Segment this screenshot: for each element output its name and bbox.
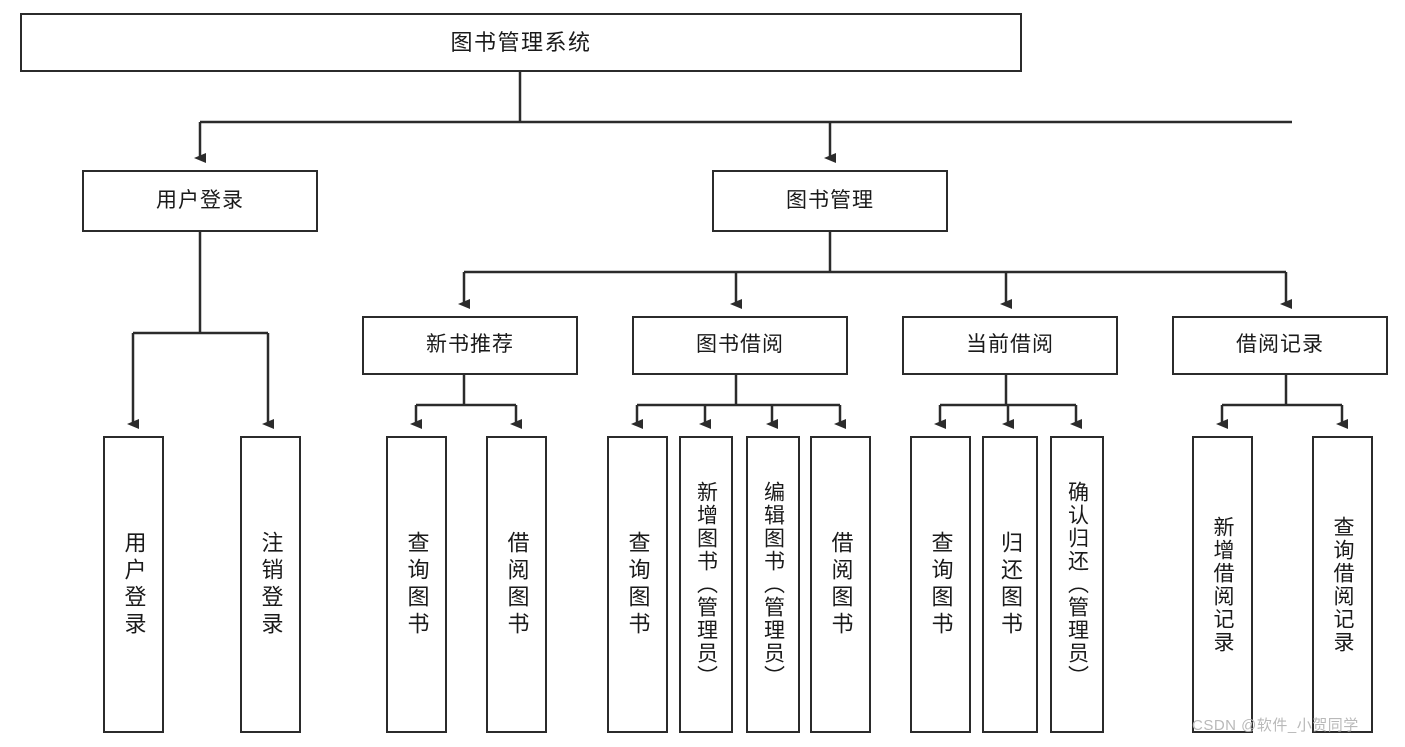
node-leaf-confirm-return-label: 确认归还（管理员） [1065, 481, 1089, 688]
node-leaf-query-book-3[interactable]: 查询图书 [910, 436, 971, 733]
node-current-borrow-label: 当前借阅 [966, 333, 1054, 357]
node-leaf-user-login-label: 用户登录 [121, 530, 147, 639]
node-leaf-query-book-3-label: 查询图书 [928, 530, 954, 639]
node-current-borrow[interactable]: 当前借阅 [902, 316, 1118, 375]
node-book-borrow-label: 图书借阅 [696, 333, 784, 357]
node-leaf-borrow-book-2-label: 借阅图书 [828, 530, 854, 639]
node-leaf-query-book-2[interactable]: 查询图书 [607, 436, 668, 733]
node-leaf-return-book-label: 归还图书 [998, 530, 1023, 639]
node-book-manage-label: 图书管理 [786, 188, 874, 212]
node-leaf-confirm-return[interactable]: 确认归还（管理员） [1050, 436, 1104, 733]
node-leaf-return-book[interactable]: 归还图书 [982, 436, 1038, 733]
node-leaf-query-book-2-label: 查询图书 [625, 530, 651, 639]
node-leaf-query-record[interactable]: 查询借阅记录 [1312, 436, 1373, 733]
node-leaf-edit-book[interactable]: 编辑图书（管理员） [746, 436, 800, 733]
node-leaf-query-record-label: 查询借阅记录 [1331, 515, 1354, 654]
node-user-login[interactable]: 用户登录 [82, 170, 318, 232]
node-new-book-rec[interactable]: 新书推荐 [362, 316, 578, 375]
node-borrow-record[interactable]: 借阅记录 [1172, 316, 1388, 375]
node-leaf-add-record-label: 新增借阅记录 [1211, 515, 1234, 654]
node-leaf-borrow-book-1-label: 借阅图书 [504, 530, 530, 639]
csdn-watermark: CSDN @软件_小贺同学 [1192, 717, 1359, 734]
node-leaf-user-login[interactable]: 用户登录 [103, 436, 164, 733]
node-new-book-rec-label: 新书推荐 [426, 333, 514, 357]
node-user-login-label: 用户登录 [156, 188, 244, 212]
node-borrow-record-label: 借阅记录 [1236, 333, 1324, 357]
node-leaf-user-logout[interactable]: 注销登录 [240, 436, 301, 733]
node-leaf-query-book-1-label: 查询图书 [404, 530, 430, 639]
node-book-manage[interactable]: 图书管理 [712, 170, 948, 232]
node-leaf-borrow-book-1[interactable]: 借阅图书 [486, 436, 547, 733]
node-leaf-add-book-label: 新增图书（管理员） [694, 481, 718, 688]
node-leaf-add-record[interactable]: 新增借阅记录 [1192, 436, 1253, 733]
node-leaf-borrow-book-2[interactable]: 借阅图书 [810, 436, 871, 733]
node-leaf-edit-book-label: 编辑图书（管理员） [761, 481, 785, 688]
node-leaf-query-book-1[interactable]: 查询图书 [386, 436, 447, 733]
node-leaf-add-book[interactable]: 新增图书（管理员） [679, 436, 733, 733]
node-leaf-user-logout-label: 注销登录 [258, 530, 284, 639]
node-book-borrow[interactable]: 图书借阅 [632, 316, 848, 375]
node-root-label: 图书管理系统 [450, 29, 592, 55]
node-root[interactable]: 图书管理系统 [20, 13, 1022, 72]
